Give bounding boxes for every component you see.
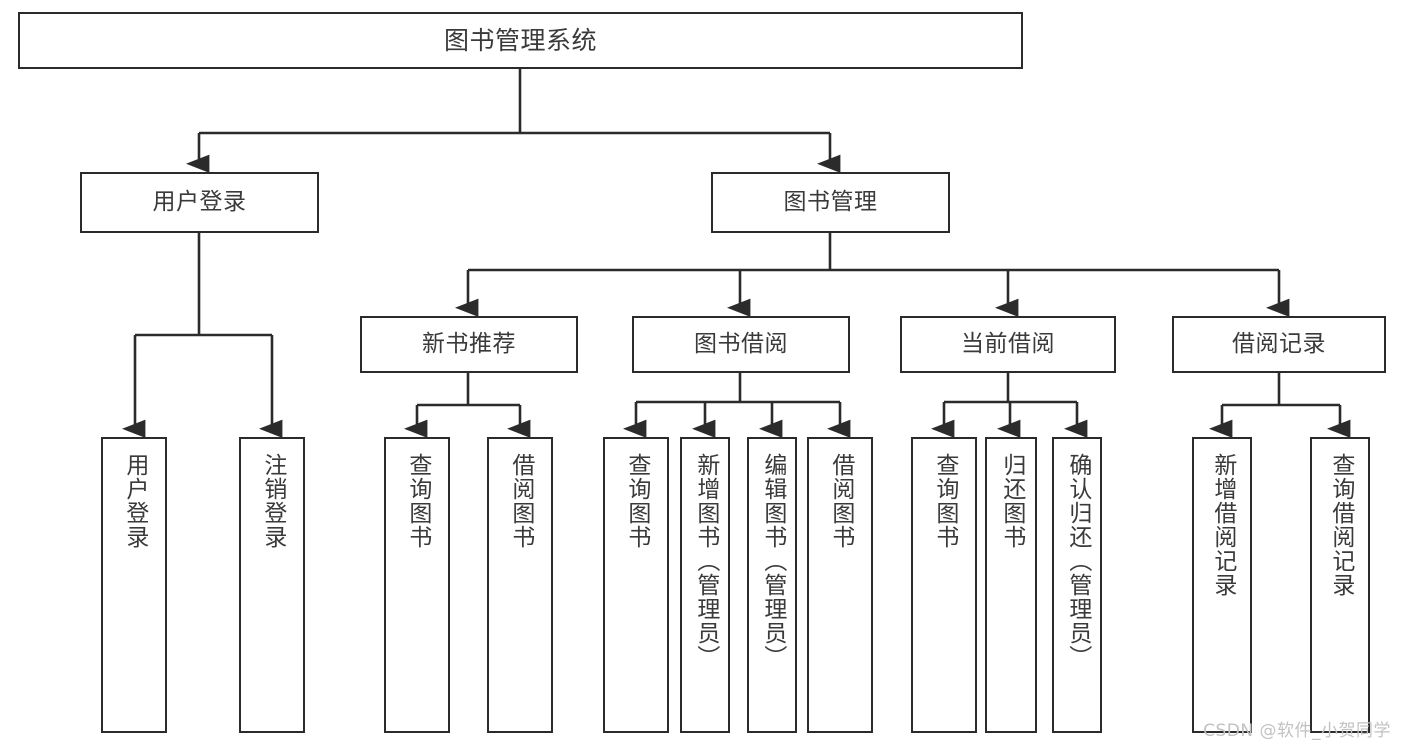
leaf-node-add-book-admin[interactable]: 新增图书（管理员） [680,437,730,733]
leaf-node-borrow-book[interactable]: 借阅图书 [807,437,873,733]
leaf-node-query-borrow-record[interactable]: 查询借阅记录 [1310,437,1370,733]
node-label: 查询图书 [404,453,431,549]
node-label: 图书管理系统 [443,25,597,55]
csdn-watermark: CSDN @软件_小贺同学 [1203,721,1391,741]
node-label: 新增图书（管理员） [692,453,719,669]
node-user-login[interactable]: 用户登录 [80,172,319,233]
node-label: 图书管理 [783,188,878,215]
node-borrow-record[interactable]: 借阅记录 [1172,316,1386,373]
node-label: 编辑图书（管理员） [759,453,786,669]
node-label: 确认归还（管理员） [1064,453,1091,669]
leaf-node-borrow-book-recommend[interactable]: 借阅图书 [487,437,553,733]
leaf-node-confirm-return-admin[interactable]: 确认归还（管理员） [1052,437,1102,733]
node-label: 注销登录 [259,453,286,549]
leaf-node-edit-book-admin[interactable]: 编辑图书（管理员） [747,437,797,733]
node-label: 归还图书 [998,453,1025,549]
node-label: 用户登录 [121,453,148,549]
leaf-node-query-book-borrow[interactable]: 查询图书 [603,437,669,733]
leaf-node-query-book-current[interactable]: 查询图书 [911,437,977,733]
leaf-node-add-borrow-record[interactable]: 新增借阅记录 [1192,437,1252,733]
leaf-node-user-logout[interactable]: 注销登录 [239,437,305,733]
node-book-borrow[interactable]: 图书借阅 [632,316,850,373]
node-root-system[interactable]: 图书管理系统 [18,12,1023,69]
node-label: 图书借阅 [694,330,788,357]
leaf-node-user-login[interactable]: 用户登录 [101,437,167,733]
node-current-borrow[interactable]: 当前借阅 [900,316,1116,373]
node-label: 新书推荐 [422,330,516,357]
node-label: 新增借阅记录 [1209,453,1236,597]
node-label: 借阅记录 [1232,330,1326,357]
node-new-book-recommend[interactable]: 新书推荐 [360,316,578,373]
leaf-node-return-book[interactable]: 归还图书 [985,437,1037,733]
node-label: 当前借阅 [961,330,1055,357]
node-book-manage[interactable]: 图书管理 [711,172,950,233]
node-label: 查询借阅记录 [1327,453,1354,597]
node-label: 查询图书 [623,453,650,549]
node-label: 借阅图书 [827,453,854,549]
node-label: 借阅图书 [507,453,534,549]
node-label: 用户登录 [152,188,247,215]
leaf-node-query-book-recommend[interactable]: 查询图书 [384,437,450,733]
node-label: 查询图书 [931,453,958,549]
